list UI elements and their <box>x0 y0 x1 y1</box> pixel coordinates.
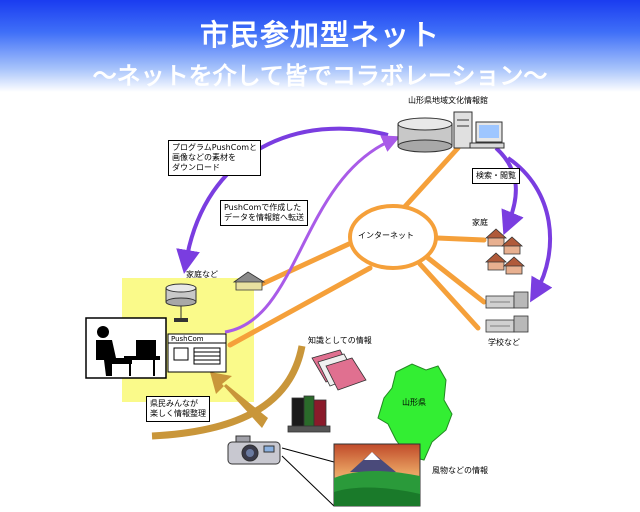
books-icon <box>287 349 367 433</box>
home-left-label: 家庭など <box>186 270 218 279</box>
transfer-box: PushComで作成した データを情報館へ転送 <box>220 200 308 226</box>
download-line-3: ダウンロード <box>172 163 220 172</box>
download-line-2: 画像などの素材を <box>172 153 236 162</box>
download-box: プログラムPushComと 画像などの素材を ダウンロード <box>168 140 262 176</box>
camera-link-top <box>281 447 335 463</box>
school-label: 学校など <box>488 338 520 347</box>
house-icon <box>232 271 266 291</box>
library-label: 山形県地域文化情報館 <box>408 96 488 105</box>
knowledge-arrow <box>210 372 268 428</box>
transfer-arrow <box>224 135 401 334</box>
landscape-photo-icon <box>333 443 421 507</box>
pushcom-label: PushCom <box>171 335 204 343</box>
camera-link-bottom <box>281 455 335 507</box>
server-icon <box>397 111 473 153</box>
knowledge-label: 知識としての情報 <box>308 336 372 345</box>
internet-spokes <box>227 145 487 348</box>
pushcom-window <box>167 333 227 373</box>
transfer-line-2: データを情報館へ転送 <box>224 213 304 222</box>
citizens-box: 県民みんなが 楽しく情報整理 <box>146 396 210 422</box>
transfer-line-1: PushComで作成した <box>224 203 302 212</box>
citizens-line-1: 県民みんなが <box>150 399 198 408</box>
internet-label: インターネット <box>358 231 414 240</box>
citizens-line-2: 楽しく情報整理 <box>150 409 206 418</box>
computer-icon <box>469 121 505 149</box>
home-server-icon <box>165 283 197 322</box>
camera-icon <box>227 435 281 465</box>
page-subtitle: 〜ネットを介して皆でコラボレーション〜 <box>92 62 548 90</box>
school-buildings-icon <box>485 291 529 333</box>
home-right-label: 家庭 <box>472 218 488 227</box>
page-title: 市民参加型ネット <box>199 18 440 52</box>
internet-cloud <box>348 204 438 270</box>
yamagata-map-icon <box>377 363 453 461</box>
search-arrow-schools <box>506 156 553 303</box>
title-banner: 市民参加型ネット 〜ネットを介して皆でコラボレーション〜 <box>0 0 640 92</box>
houses-icon <box>484 228 526 275</box>
yamagata-label: 山形県 <box>402 398 426 407</box>
person-at-computer-icon <box>85 317 167 379</box>
download-line-1: プログラムPushComと <box>172 143 258 152</box>
search-view-box: 検索・閲覧 <box>472 168 520 184</box>
download-arrow <box>176 126 389 274</box>
scenery-label: 風物などの情報 <box>432 466 488 475</box>
